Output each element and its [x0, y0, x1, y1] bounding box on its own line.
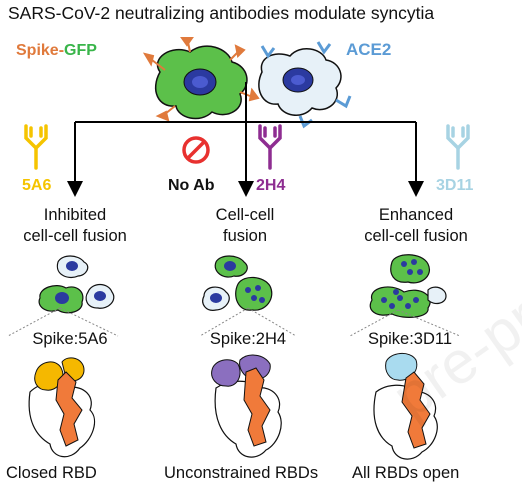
- antibody-3d11-label: 3D11: [436, 177, 474, 194]
- enhanced-fusion-cells-illustration: [369, 254, 447, 318]
- figure-title: SARS-CoV-2 neutralizing antibodies modul…: [8, 3, 435, 23]
- antibody-2h4-label: 2H4: [256, 177, 286, 194]
- spike-gfp-label: Spike-GFP: [16, 42, 97, 60]
- ace2-cell: [258, 41, 352, 129]
- heading-line-1: Inhibited: [43, 206, 107, 224]
- inhibited-cells-illustration: [38, 255, 115, 314]
- heading-line-2: fusion: [222, 227, 268, 245]
- unconstrained-rbds-caption: Unconstrained RBDs: [164, 464, 319, 482]
- ace2-label: ACE2: [346, 40, 392, 59]
- closed-rbd-caption: Closed RBD: [6, 464, 97, 482]
- antibody-2h4-icon: [258, 124, 282, 170]
- no-entry-icon: [182, 136, 210, 164]
- spike-label-text: Spike-: [16, 42, 65, 59]
- gfp-label-text: GFP: [64, 42, 97, 59]
- inhibited-fusion-heading: Inhibited cell-cell fusion: [10, 205, 140, 247]
- spike-2h4-label: Spike:2H4: [209, 330, 287, 348]
- cell-cell-fusion-heading: Cell-cell fusion: [190, 205, 300, 247]
- fusion-cells-illustration: [202, 255, 273, 311]
- heading-line-1: Enhanced: [378, 206, 454, 224]
- antibody-5a6-label: 5A6: [22, 177, 52, 194]
- heading-line-1: Cell-cell: [215, 206, 275, 224]
- antibody-3d11-icon: [446, 124, 470, 170]
- antibody-5a6-icon: [24, 124, 48, 170]
- no-antibody-label: No Ab: [168, 177, 215, 194]
- heading-line-2: cell-cell fusion: [23, 227, 127, 245]
- enhanced-fusion-heading: Enhanced cell-cell fusion: [346, 205, 486, 247]
- spike-gfp-cell: [142, 37, 260, 122]
- spike-3d11-structure: [373, 353, 438, 460]
- spike-3d11-label: Spike:3D11: [367, 330, 453, 348]
- heading-line-2: cell-cell fusion: [364, 227, 468, 245]
- spike-2h4-structure: [211, 354, 282, 458]
- spike-5a6-label: Spike:5A6: [32, 330, 108, 348]
- all-rbds-open-caption: All RBDs open: [352, 464, 460, 482]
- spike-5a6-structure: [28, 357, 95, 458]
